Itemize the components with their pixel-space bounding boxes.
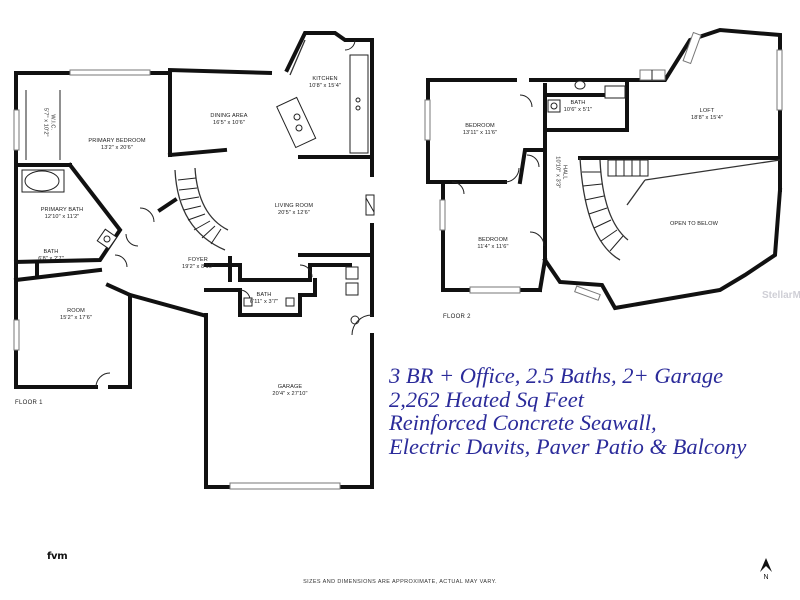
room-half-bath: BATH 6'11" x 3'7"	[250, 292, 278, 307]
floor-1-label: FLOOR 1	[15, 400, 43, 406]
room-open-to-below: OPEN TO BELOW	[670, 221, 718, 228]
highlight-line-1: 3 BR + Office, 2.5 Baths, 2+ Garage	[389, 363, 724, 388]
room-size: 11'4" x 11'6"	[477, 244, 509, 251]
highlight-line-3: Reinforced Concrete Seawall,	[389, 410, 657, 435]
room-hall: HALL 10'10" x 3'3"	[553, 156, 568, 189]
room-name: OPEN TO BELOW	[669, 221, 719, 227]
floor-2-details	[424, 31, 783, 301]
room-name: BATH	[43, 249, 59, 255]
room-bath-upper: BATH 10'6" x 5'1"	[564, 100, 593, 115]
room-name: ROOM	[67, 308, 85, 314]
room-size: 5'7" x 10'2"	[42, 107, 48, 137]
disclaimer: SIZES AND DIMENSIONS ARE APPROXIMATE, AC…	[303, 579, 497, 585]
room-bedroom-2: BEDROOM 13'11" x 11'6"	[463, 123, 497, 138]
room-name: GARAGE	[277, 384, 303, 390]
floor-2-label: FLOOR 2	[443, 314, 471, 320]
room-name: LIVING ROOM	[274, 203, 314, 209]
room-primary-bedroom: PRIMARY BEDROOM 13'2" x 20'6"	[88, 138, 145, 153]
room-size: 15'2" x 17'6"	[60, 315, 92, 322]
highlight-line-2: 2,262 Heated Sq Feet	[389, 386, 584, 412]
room-room: ROOM 15'2" x 17'6"	[60, 308, 92, 323]
north-indicator: N	[756, 555, 776, 581]
room-size: 10'6" x 5'1"	[563, 107, 593, 114]
room-size: 6'11" x 3'7"	[249, 299, 279, 306]
room-wic: W.I.C. 5'7" x 10'2"	[41, 107, 56, 137]
room-size: 16'5" x 10'6"	[213, 120, 245, 127]
room-kitchen: KITCHEN 10'8" x 15'4"	[309, 76, 341, 91]
listing-highlights: 3 BR + Office, 2.5 Baths, 2+ Garage 2,26…	[389, 364, 746, 458]
room-dining-area: DINING AREA 16'5" x 10'6"	[210, 113, 247, 128]
room-size: 6'8" x 2'7"	[38, 256, 64, 263]
room-loft: LOFT 18'8" x 15'4"	[691, 108, 723, 123]
brand-logo: fvm	[47, 551, 68, 562]
room-size: 10'10" x 3'3"	[554, 156, 560, 189]
room-size: 12'10" x 11'2"	[44, 214, 80, 221]
north-label: N	[763, 574, 769, 581]
room-name: BATH	[570, 100, 586, 106]
room-size: 20'5" x 12'6"	[278, 210, 310, 217]
room-name: HALL	[561, 165, 568, 180]
room-foyer: FOYER 19'2" x 8'10"	[182, 257, 214, 272]
room-name: W.I.C.	[49, 114, 56, 131]
room-name: LOFT	[699, 108, 715, 114]
floor-1-details	[13, 39, 375, 490]
room-name: PRIMARY BEDROOM	[88, 138, 146, 144]
room-name: DINING AREA	[210, 113, 248, 119]
floor-1-walls	[13, 31, 374, 489]
room-size: 13'2" x 20'6"	[101, 145, 133, 152]
room-name: BEDROOM	[478, 237, 508, 243]
room-name: KITCHEN	[312, 76, 338, 82]
room-name: FOYER	[188, 257, 208, 263]
highlight-line-4: Electric Davits, Paver Patio & Balcony	[389, 433, 747, 459]
room-garage: GARAGE 20'4" x 27'10"	[272, 384, 307, 399]
floor-2-walls	[426, 27, 783, 311]
watermark: StellarMLS	[762, 290, 800, 301]
room-bedroom-3: BEDROOM 11'4" x 11'6"	[477, 237, 508, 252]
room-primary-bath: PRIMARY BATH 12'10" x 11'2"	[41, 207, 84, 222]
room-size: 18'8" x 15'4"	[691, 115, 723, 122]
room-size: 10'8" x 15'4"	[309, 83, 341, 90]
room-name: BATH	[256, 292, 272, 298]
room-size: 13'11" x 11'6"	[462, 130, 498, 137]
north-arrow-icon	[760, 558, 772, 572]
room-living-room: LIVING ROOM 20'5" x 12'6"	[275, 203, 313, 218]
room-size: 19'2" x 8'10"	[182, 264, 214, 271]
room-size: 20'4" x 27'10"	[272, 391, 308, 398]
room-bath-small: BATH 6'8" x 2'7"	[38, 249, 64, 264]
room-name: PRIMARY BATH	[40, 207, 84, 213]
room-name: BEDROOM	[465, 123, 495, 129]
